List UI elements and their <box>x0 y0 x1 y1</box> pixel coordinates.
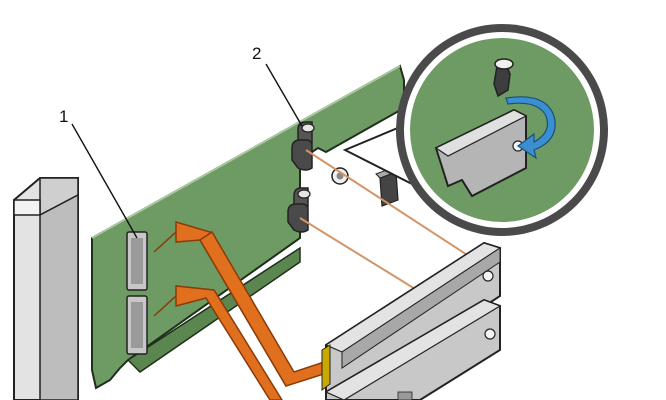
callout-1: 1 <box>59 107 138 239</box>
leader-line-upper <box>305 149 479 263</box>
pcie-bracket <box>13 177 79 400</box>
callout-2: 2 <box>252 44 303 127</box>
retention-latch-upper <box>291 121 315 171</box>
callout-2-label: 2 <box>252 44 261 63</box>
m2-ssd-upper <box>321 241 502 400</box>
insert-arrow-lower <box>153 285 283 400</box>
rotate-arrow-icon <box>505 96 556 160</box>
retention-latch-lower <box>287 187 311 233</box>
m2-connector-upper <box>126 231 148 291</box>
m2-ssd-lower <box>324 298 502 400</box>
callout-1-label: 1 <box>59 107 68 126</box>
m2-connector-lower <box>126 295 148 355</box>
leader-line-lower <box>299 217 421 293</box>
zoom-callout <box>396 24 608 236</box>
